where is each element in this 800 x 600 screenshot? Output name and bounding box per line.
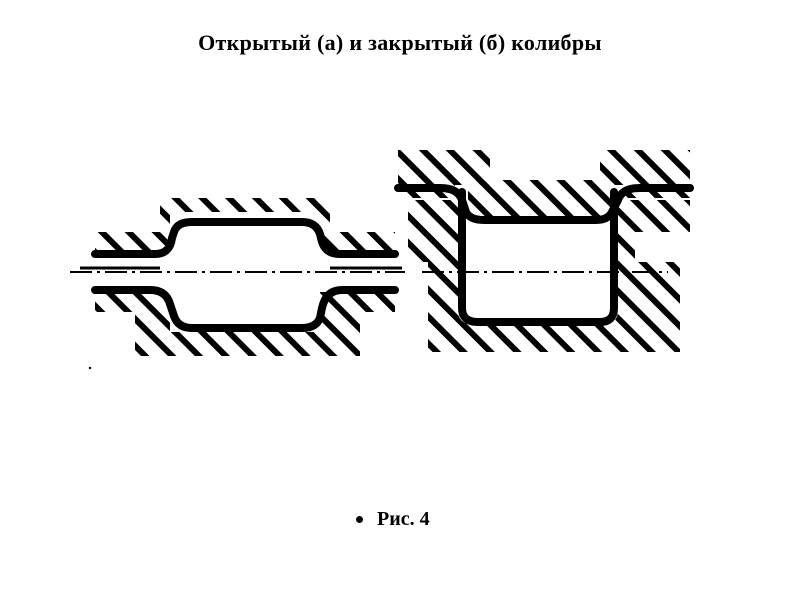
closed-pass-bottom-roll [408, 200, 690, 352]
open-pass-figure [70, 198, 405, 356]
closed-pass-bottom-outline [458, 188, 618, 326]
figure-caption: Рис. 4 [356, 508, 430, 531]
bullet-icon [356, 516, 363, 523]
open-pass-top-outline [91, 218, 399, 258]
scan-speck [88, 366, 92, 370]
figure-caption-text: Рис. 4 [377, 508, 430, 530]
closed-pass-figure [394, 150, 694, 352]
slide-title: Открытый (а) и закрытый (б) колибры [198, 30, 602, 55]
open-pass-bottom-outline [91, 286, 399, 332]
closed-pass-top-roll [468, 180, 612, 216]
